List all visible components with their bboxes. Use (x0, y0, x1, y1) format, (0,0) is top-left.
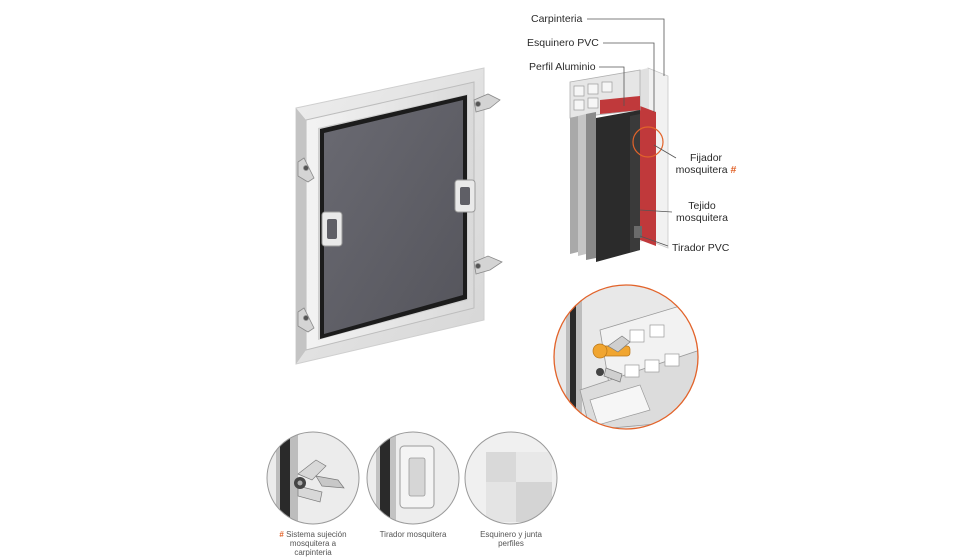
screen-mesh (324, 100, 463, 334)
leader-lines (587, 18, 677, 247)
label-esquinero-pvc: Esquinero PVC (527, 37, 599, 49)
sistema-hash-mark: # (279, 530, 284, 539)
mesh-fabric-section (596, 110, 640, 262)
screen-handle-right (454, 179, 476, 213)
detail-circle-tirador (366, 431, 460, 525)
label-carpinteria: Carpinteria (531, 13, 583, 25)
caption-tirador-mosquitera: Tirador mosquitera (379, 530, 447, 539)
fijador-hash-mark: # (730, 164, 737, 176)
caption-sistema-line1: Sistema sujeción (286, 530, 347, 539)
screen-handle-left (321, 211, 343, 247)
label-tejido-mosquitera: Tejido mosquitera (666, 200, 738, 224)
section-cutaway (569, 67, 669, 262)
window-assembly (295, 67, 503, 365)
caption-sistema-line2: mosquitera a (289, 539, 337, 548)
label-tejido-line2: mosquitera (676, 212, 728, 224)
label-perfil-aluminio: Perfil Aluminio (529, 61, 596, 73)
label-fijador-line1: Fijador (689, 152, 723, 164)
fijador-highlight-circle (632, 126, 664, 158)
label-fijador-mosquitera: Fijador mosquitera # (670, 152, 742, 176)
detail-circle-esquinero (464, 431, 558, 525)
caption-esquinero-junta: Esquinero y junta perfiles (456, 530, 566, 548)
caption-esquinero-line2: perfiles (498, 539, 524, 548)
caption-esquinero-line1: Esquinero y junta (480, 530, 542, 539)
label-tejido-line1: Tejido (688, 200, 716, 212)
clip-detail-circle (553, 284, 699, 430)
label-tirador-pvc: Tirador PVC (672, 242, 730, 254)
detail-circle-sistema (266, 431, 360, 525)
caption-sistema-sujecion: # Sistema sujeción mosquitera a carpinte… (258, 530, 368, 557)
caption-sistema-line3: carpinteria (294, 548, 332, 557)
fixing-clip (297, 93, 503, 333)
label-fijador-line2: mosquitera (675, 164, 728, 176)
